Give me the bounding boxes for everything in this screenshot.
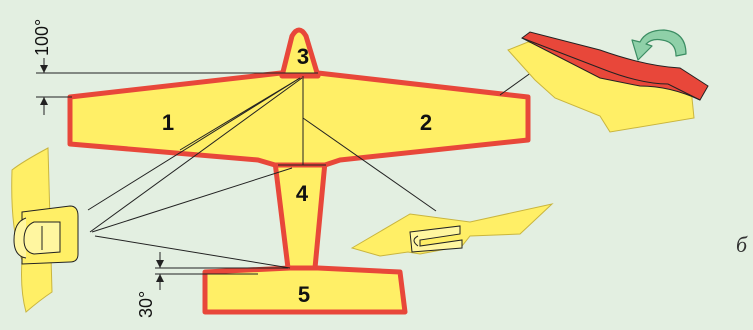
airplane (67, 27, 531, 315)
tail-dimension: 30° (136, 252, 288, 318)
fuselage (272, 159, 328, 271)
part-label-5: 5 (298, 282, 310, 307)
part-label-1: 1 (162, 110, 174, 135)
wing-dimension: 100° (32, 19, 281, 115)
curved-arrow-icon (631, 29, 687, 61)
internal-lines (278, 72, 437, 212)
paper-fold-detail (350, 203, 554, 257)
figure-letter: б (736, 232, 748, 257)
wing-edge-detail (507, 31, 709, 133)
nose (279, 27, 321, 79)
part-label-3: 3 (297, 44, 309, 69)
tail-angle-label: 30° (136, 291, 156, 318)
part-label-2: 2 (420, 110, 432, 135)
clip-fold-detail (11, 147, 79, 313)
leader-lines (87, 61, 547, 269)
wings (67, 70, 531, 168)
wing-angle-label: 100° (32, 19, 52, 56)
part-label-4: 4 (296, 181, 309, 206)
